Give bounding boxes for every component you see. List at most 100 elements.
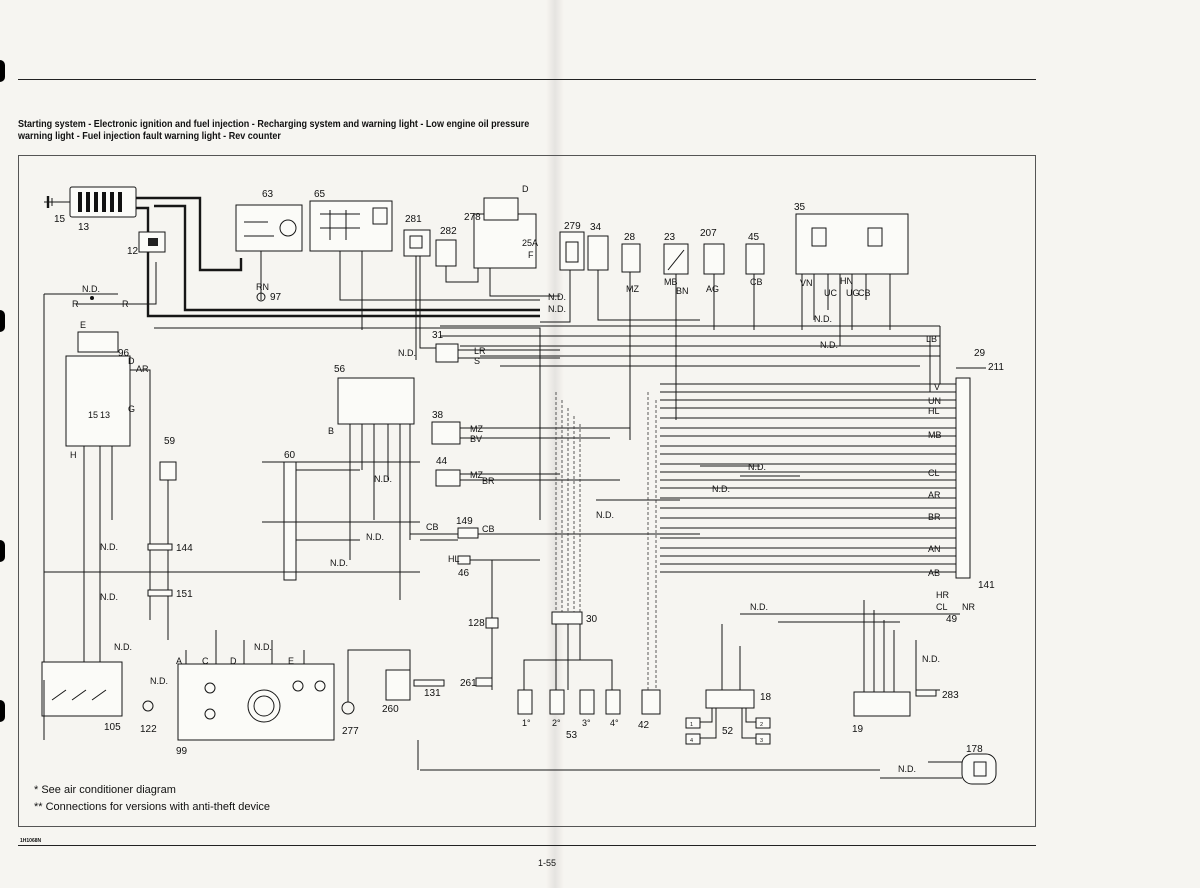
note-air-conditioner: * See air conditioner diagram (34, 784, 176, 796)
nd-label-2: N.D. (548, 292, 566, 302)
nd-label-19: N.D. (922, 654, 940, 664)
component-207: 207 (700, 228, 725, 275)
component-13-inner: 13 (100, 410, 110, 420)
component-279: 279 (559, 221, 585, 271)
wire-ug-1: UG (846, 288, 860, 298)
nd-label-8: N.D. (366, 532, 384, 542)
wire-mz-3: MZ (470, 470, 483, 480)
nd-label-13: N.D. (748, 462, 766, 472)
header-rule (18, 79, 1036, 80)
cylinder-4: 4° (610, 718, 619, 728)
letter-a-99: A (176, 656, 182, 666)
component-65-label: 65 (314, 189, 326, 200)
component-34-label: 34 (590, 222, 602, 233)
component-31-label: 31 (432, 330, 444, 341)
wire-mz-2: MZ (470, 424, 483, 434)
wire-mz-1: MZ (626, 284, 639, 294)
component-44: 44 (435, 456, 461, 487)
component-141: 141 (955, 377, 995, 591)
component-45-label: 45 (748, 232, 760, 243)
component-15-label: 15 (54, 214, 66, 225)
component-30-label: 30 (586, 614, 598, 625)
component-60-label: 60 (284, 450, 296, 461)
component-105-label: 105 (104, 722, 121, 733)
component-279-label: 279 (564, 221, 581, 232)
cylinder-2: 2° (552, 718, 561, 728)
letter-b-56: B (328, 426, 334, 436)
letter-h: H (70, 450, 77, 460)
component-277-label: 277 (342, 726, 359, 737)
wire-hn-1: HN (840, 276, 853, 286)
wire-hl-1: HL (448, 554, 460, 564)
wire-cl-1: NR (962, 602, 975, 612)
footer-rule (18, 845, 1036, 846)
component-151-label: 151 (176, 589, 193, 600)
component-96-label: 96 (118, 348, 130, 359)
component-283-label: 283 (942, 690, 959, 701)
component-65: 65 (309, 189, 393, 252)
letter-g-96: G (128, 404, 135, 414)
nd-label-1: N.D. (82, 284, 100, 294)
nd-label-6: N.D. (398, 348, 416, 358)
component-144-label: 144 (176, 543, 193, 554)
component-12-label: 12 (127, 246, 139, 257)
component-63: 63 (235, 189, 303, 252)
letter-d: D (522, 184, 529, 194)
wire-s-1: S (474, 356, 480, 366)
component-56-label: 56 (334, 364, 346, 375)
wire-an-1: BR (482, 476, 495, 486)
nd-label-16: N.D. (114, 642, 132, 652)
nd-label-5: N.D. (820, 340, 838, 350)
component-99-label: 99 (176, 746, 188, 757)
wire-mb-2: MB (928, 430, 942, 440)
wire-an-2: BR (928, 512, 941, 522)
nd-label-10: N.D. (100, 542, 118, 552)
cylinder-1: 1° (522, 718, 531, 728)
component-28-label: 28 (624, 232, 636, 243)
component-53: 53 (517, 689, 621, 741)
component-278: 25A D F 278 (464, 184, 538, 269)
wire-br-2: CL (936, 602, 948, 612)
component-178-label: 178 (966, 744, 983, 755)
diagram-code: 1H1068N (20, 838, 42, 844)
wire-mb-1: MB (664, 277, 678, 287)
component-278-label: 278 (464, 212, 481, 223)
wire-rv-1: AN (928, 544, 941, 554)
component-31: 31 (432, 330, 459, 363)
diagram-frame (18, 155, 1036, 827)
letter-c-99: C (202, 656, 209, 666)
wire-br-1: CL (928, 468, 940, 478)
component-128: 128 (468, 617, 499, 629)
component-52: 52 (685, 717, 771, 745)
fuse-25a-label: 25A (522, 238, 538, 248)
wire-ab-1: HR (936, 590, 949, 600)
page-gutter (546, 0, 564, 888)
battery: 15 13 (44, 186, 137, 233)
wire-nr-1: LB (926, 334, 937, 344)
nd-label-12: N.D. (712, 484, 730, 494)
component-38: 38 (431, 410, 461, 445)
binding-holes (0, 0, 5, 888)
nd-label-11: N.D. (100, 592, 118, 602)
component-44-label: 44 (436, 456, 448, 467)
component-96: E 96 15 13 D G (65, 320, 135, 447)
component-281-label: 281 (405, 214, 422, 225)
wire-lr-1: LR (474, 346, 486, 356)
wire-vn-1: VN (800, 278, 813, 288)
nd-label-18: N.D. (254, 642, 272, 652)
component-60: 60 (283, 450, 297, 581)
wire-bv-1: AB (928, 568, 940, 578)
component-99: 99 (176, 663, 335, 757)
component-282-label: 282 (440, 226, 457, 237)
component-207-label: 207 (700, 228, 717, 239)
component-122-label: 122 (140, 724, 157, 735)
wire-rn-1: RN (256, 282, 269, 292)
nd-label-7: N.D. (374, 474, 392, 484)
wire-cb-4: CB (482, 524, 495, 534)
wire-uc-1: UC (824, 288, 837, 298)
nd-label-15: N.D. (750, 602, 768, 612)
component-19-label: 19 (852, 724, 864, 735)
wire-hl-2: HL (928, 406, 940, 416)
component-42: 42 (638, 689, 661, 731)
wire-r-1: R (72, 299, 79, 309)
